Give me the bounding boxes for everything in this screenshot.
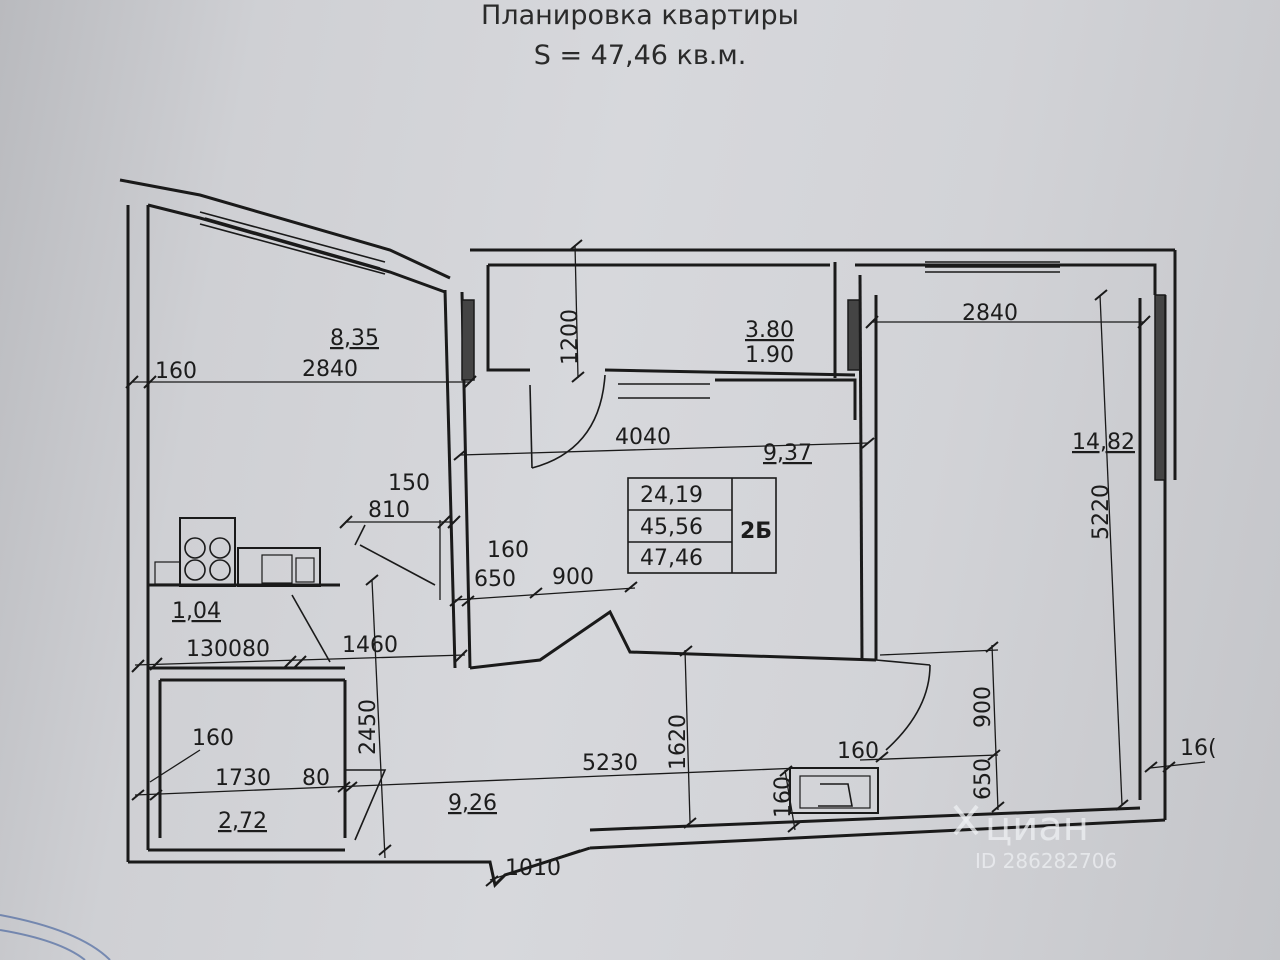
dim-80: 80	[302, 766, 330, 791]
dim-16-edge: 16(	[1180, 736, 1217, 761]
loggia-area-1: 3.80	[745, 318, 794, 343]
dim-1200: 1200	[558, 309, 583, 365]
dim-810: 810	[368, 498, 410, 523]
interior-walls	[148, 262, 1166, 841]
plan-area-line: S = 47,46 кв.м.	[533, 40, 747, 71]
summary-table	[627, 477, 777, 574]
summary-living: 24,19	[640, 483, 703, 508]
summary-total-loggia: 47,46	[640, 546, 703, 571]
stamp-mark	[0, 914, 111, 960]
room-right-area: 14,82	[1072, 430, 1135, 455]
plan-title: Планировка квартиры	[481, 0, 799, 31]
dim-2840-left: 2840	[302, 357, 358, 382]
watermark-id: ID 286282706	[975, 849, 1117, 873]
dim-160-bottom: 160	[771, 776, 796, 818]
dim-160-storage: 160	[192, 726, 234, 751]
bathroom-area: 1,04	[172, 599, 221, 624]
corridor-area: 9,26	[448, 791, 497, 816]
cian-logo-icon	[953, 804, 979, 836]
dim-5230: 5230	[582, 751, 638, 776]
dim-5220: 5220	[1089, 484, 1114, 540]
dim-650-mid: 650	[474, 567, 516, 592]
watermark: циан ID 286282706	[953, 804, 1117, 873]
dim-2450: 2450	[356, 699, 381, 755]
room-left-area: 8,35	[330, 326, 379, 351]
dim-1730: 1730	[215, 766, 271, 791]
dim-1460: 1460	[342, 633, 398, 658]
dim-130080: 130080	[186, 637, 270, 662]
summary-total: 45,56	[640, 515, 703, 540]
dim-650-right: 650	[971, 758, 996, 800]
summary-type: 2Б	[740, 519, 772, 544]
hall-area: 9,37	[763, 441, 812, 466]
dimension-lines	[125, 239, 1206, 887]
loggia-area-2: 1.90	[745, 343, 794, 368]
dim-900-right: 900	[971, 686, 996, 728]
dim-900-mid: 900	[552, 565, 594, 590]
dim-1010: 1010	[505, 856, 561, 881]
dim-4040: 4040	[615, 425, 671, 450]
dim-2840-right: 2840	[962, 301, 1018, 326]
dim-160-mid: 160	[487, 538, 529, 563]
watermark-brand: циан	[985, 804, 1089, 850]
dim-150: 150	[388, 471, 430, 496]
dim-160-right: 160	[837, 739, 879, 764]
storage-area: 2,72	[218, 809, 267, 834]
dim-1620: 1620	[666, 714, 691, 770]
dim-160-top-left: 160	[155, 359, 197, 384]
